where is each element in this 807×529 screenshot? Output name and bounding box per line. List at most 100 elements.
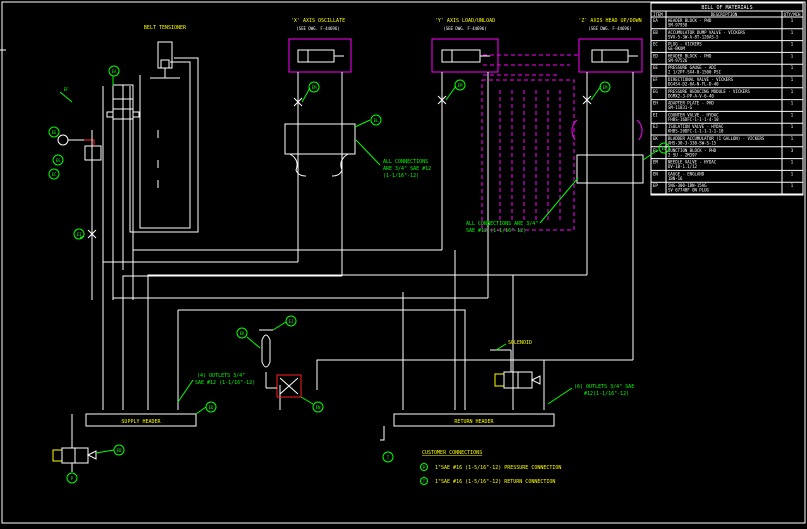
bom-description: COUNTER VALVE - HYDAC [668,112,719,117]
bom-description: DGMX2-3-PP-A-V-6-40 [668,93,714,98]
bom-description: JUNCTION BLOCK - PHD [668,148,717,153]
bom-qty: 1 [791,65,794,70]
bom-description: DV-1B-1.1/12 [668,164,697,169]
svg-text:EI: EI [77,232,82,237]
svg-text:EK: EK [240,331,245,336]
bom-description: 2 1/2PF-SX4-0-1500 PSI [668,70,722,75]
svg-text:ED: ED [209,405,214,410]
bom-item: EP [653,183,658,188]
return-header-label: RETURN HEADER [454,419,494,425]
bom-qty: 1 [791,53,794,58]
bom-item: EI [653,112,658,117]
bom-item: EF [653,77,658,82]
bom-description: GAUGE - ENGLAND [668,171,705,176]
bom-description: 1BN-16 [668,176,683,181]
bom-row: EJ ISOLATION VALVE - HYDACKHBS-20DFC-1-1-… [651,124,803,136]
bom-qty: 1 [791,30,794,35]
bom-item: EN [653,171,658,176]
balloon-accum-left: EK [236,327,261,349]
bom-item: EK [653,136,658,141]
bom-description: SM-11831-G [668,105,693,110]
belt-tensioner: BELT TENSIONER [129,25,199,233]
bom-item: EH [653,101,658,106]
conn-t-text: 1"SAE #16 (1-5/16"-12) RETURN CONNECTION [435,479,555,485]
bom-description: SVA-5-3W-A-8T-120AS-5 [668,34,719,39]
balloon-left-ei: EI [73,228,85,240]
balloon-x-axis-valve: EM [301,81,320,103]
note-connections-1c: (1-1/16"-12) [383,173,419,179]
bom-description: ISOLATION VALVE - HYDAC [668,124,724,129]
note-outlets-left-b: SAE #12 (1-1/16"-12) [195,380,255,386]
bom-description: DIRECTIONAL VALVE - VICKERS [668,77,734,82]
z-axis-ref: (SEE DWG. F-44696) [588,26,631,31]
bom-qty: 1 [791,171,794,176]
bill-of-materials: BILL OF MATERIALS ITEM DESCRIPTION QTY/M… [650,2,804,196]
balloon-y-axis-valve: EM [445,79,466,101]
z-axis-head-updown: 'Z' AXIS HEAD UP/DOWN (SEE DWG. F-44696) [571,18,644,360]
solenoid-valve: SOLENOID [490,340,541,389]
balloon-left-eg: EG [52,154,64,166]
bom-description: DG4S4-D2-0A-N-FL-D-40 [668,82,719,87]
bom-description: PLUG - VICKERS [668,42,702,47]
note-outlets-left-a: (4) OUTLETS 3/4" [197,373,245,379]
balloon-left-ec: EC [48,168,60,180]
bom-qty: 1 [791,136,794,141]
balloon-left-ef: EF [59,87,73,103]
svg-text:EL: EL [662,146,667,151]
svg-text:P: P [71,476,74,481]
filter [266,374,302,398]
bom-description: SV 6774BF ON PLUG [668,188,710,193]
belt-tensioner-label: BELT TENSIONER [144,25,187,31]
bom-qty: 1 [791,183,794,188]
balloon-z-axis-valve: EM [590,81,611,101]
bom-qty: 1 [791,124,794,129]
x-axis-oscillate: 'X' AXIS OSCILLATE (SEE DWG. F-44696) [284,18,356,276]
bom-item: EC [653,42,658,47]
x-axis-ref: (SEE DWG. F-44696) [296,26,339,31]
svg-text:EM: EM [312,85,317,90]
bom-row: EI COUNTER VALVE - HYDACFHBS-16DFC-1-1-1-… [651,112,803,124]
annotations: ALL CONNECTIONS ARE 3/4" SAE #12 (1-1/16… [177,139,634,485]
balloon-supply-tag: ED [195,401,217,415]
svg-text:EM: EM [458,83,463,88]
bom-description: KHBS-20DFC-1-1-1-1-1-10 [668,129,724,134]
bom-description: GE-BKOM [668,46,685,51]
svg-text:EE: EE [52,130,57,135]
bom-description: ADAPTER PLATE - PHD [668,101,714,106]
balloon-junction-x: EL [354,114,382,128]
balloon-return-t: T [382,451,394,463]
note-connections-1a: ALL CONNECTIONS [383,159,428,165]
manifold-piping [103,249,633,410]
bom-item: EE [653,65,658,70]
svg-text:EG: EG [56,158,61,163]
svg-text:T: T [387,455,390,460]
svg-text:EC: EC [52,172,57,177]
customer-connections-title: CUSTOMER CONNECTIONS [422,450,482,456]
bom-description: PRESSURE GAUGE - ADI [668,65,717,70]
note-outlets-right-b: #12(1-1/16"-12) [584,391,629,397]
note-connections-1b: ARE 3/4" SAE #12 [383,166,431,172]
balloon-junction-z: EL [642,142,670,161]
balloon-filter: EN [300,396,324,413]
conn-p-tag: P [423,465,426,470]
z-axis-title: 'Z' AXIS HEAD UP/DOWN [578,18,641,24]
bom-row: EF DIRECTIONAL VALVE - VICKERSDG4S4-D2-0A… [651,77,803,89]
bom-item: EJ [653,124,658,129]
bom-item: EL [653,148,658,153]
note-outlets-right-a: (6) OUTLETS 3/4" SAE [574,384,634,390]
left-valve-stack [57,84,159,410]
x-axis-title: 'X' AXIS OSCILLATE [291,18,345,24]
y-axis-title: 'Y' AXIS LOAD/UNLOAD [435,18,495,24]
return-header: RETURN HEADER [393,413,555,427]
svg-text:EN: EN [316,405,321,410]
bom-item: ED [653,53,658,58]
bom-description: FHBS-16DFC-1-1-1-4-10 [668,117,719,122]
